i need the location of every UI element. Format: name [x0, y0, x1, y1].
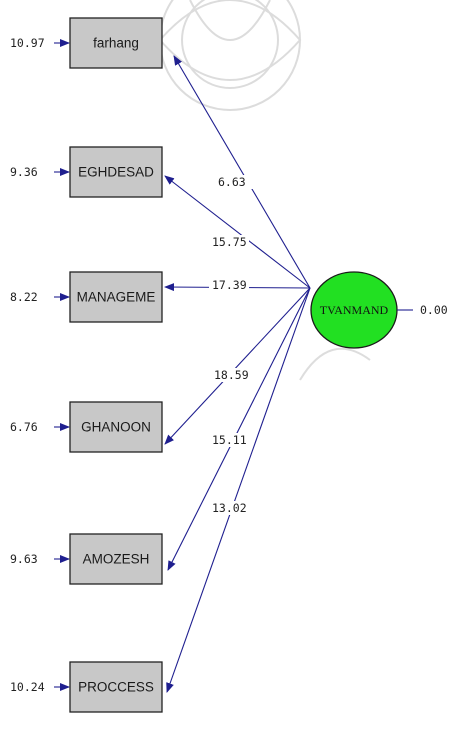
- loading-value-manageme: 17.39: [212, 278, 247, 292]
- error-terms: 10.97 9.36 8.22 6.76 9.63 10.24: [10, 36, 70, 694]
- indicator-label-eghdesad: EGHDESAD: [78, 165, 154, 180]
- indicator-box-proccess: [69, 661, 163, 713]
- error-value-ghanoon: 6.76: [10, 420, 38, 434]
- indicator-amozesh: AMOZESH: [69, 533, 163, 585]
- indicator-box-ghanoon: [69, 401, 163, 453]
- indicator-ghanoon: GHANOON: [69, 401, 163, 453]
- indicator-box-manageme: [69, 271, 163, 323]
- indicator-label-proccess: PROCCESS: [78, 680, 154, 695]
- indicator-label-amozesh: AMOZESH: [83, 552, 150, 567]
- indicator-box-eghdesad: [69, 146, 163, 198]
- loading-label-bg: [215, 175, 255, 189]
- path-links: 6.63 15.75 17.39 18.59 15.11 13.02: [164, 55, 311, 693]
- path-arrow-ghanoon: [164, 287, 311, 445]
- indicator-manageme: MANAGEME: [69, 271, 163, 323]
- loading-value-amozesh: 15.11: [212, 433, 247, 447]
- error-value-eghdesad: 9.36: [10, 165, 38, 179]
- watermark-logo: [158, 0, 371, 381]
- path-arrow-proccess: [166, 287, 311, 693]
- indicator-label-manageme: MANAGEME: [77, 290, 156, 305]
- error-value-manageme: 8.22: [10, 290, 38, 304]
- indicator-farhang: farhang: [69, 17, 163, 69]
- loading-label-bg: [209, 235, 249, 249]
- path-arrow-eghdesad: [164, 175, 311, 289]
- loading-value-ghanoon: 18.59: [214, 368, 249, 382]
- loading-label-bg: [209, 433, 249, 447]
- loading-label-bg: [209, 278, 249, 292]
- path-arrow-amozesh: [167, 287, 311, 571]
- loading-value-eghdesad: 15.75: [212, 235, 247, 249]
- loading-value-farhang: 6.63: [218, 175, 246, 189]
- loading-label-bg: [209, 501, 249, 515]
- error-value-proccess: 10.24: [10, 680, 45, 694]
- error-value-farhang: 10.97: [10, 36, 45, 50]
- indicator-label-ghanoon: GHANOON: [81, 420, 151, 435]
- latent-label: TVANMAND: [320, 303, 389, 317]
- loading-value-proccess: 13.02: [212, 501, 247, 515]
- path-arrow-farhang: [173, 55, 311, 289]
- indicator-box-amozesh: [69, 533, 163, 585]
- latent-variable: TVANMAND: [310, 271, 398, 349]
- indicator-label-farhang: farhang: [93, 36, 139, 51]
- indicator-eghdesad: EGHDESAD: [69, 146, 163, 198]
- latent-variance-value: 0.00: [420, 303, 448, 317]
- indicator-box-farhang: [69, 17, 163, 69]
- error-value-amozesh: 9.63: [10, 552, 38, 566]
- loading-label-bg: [211, 368, 251, 382]
- indicator-proccess: PROCCESS: [69, 661, 163, 713]
